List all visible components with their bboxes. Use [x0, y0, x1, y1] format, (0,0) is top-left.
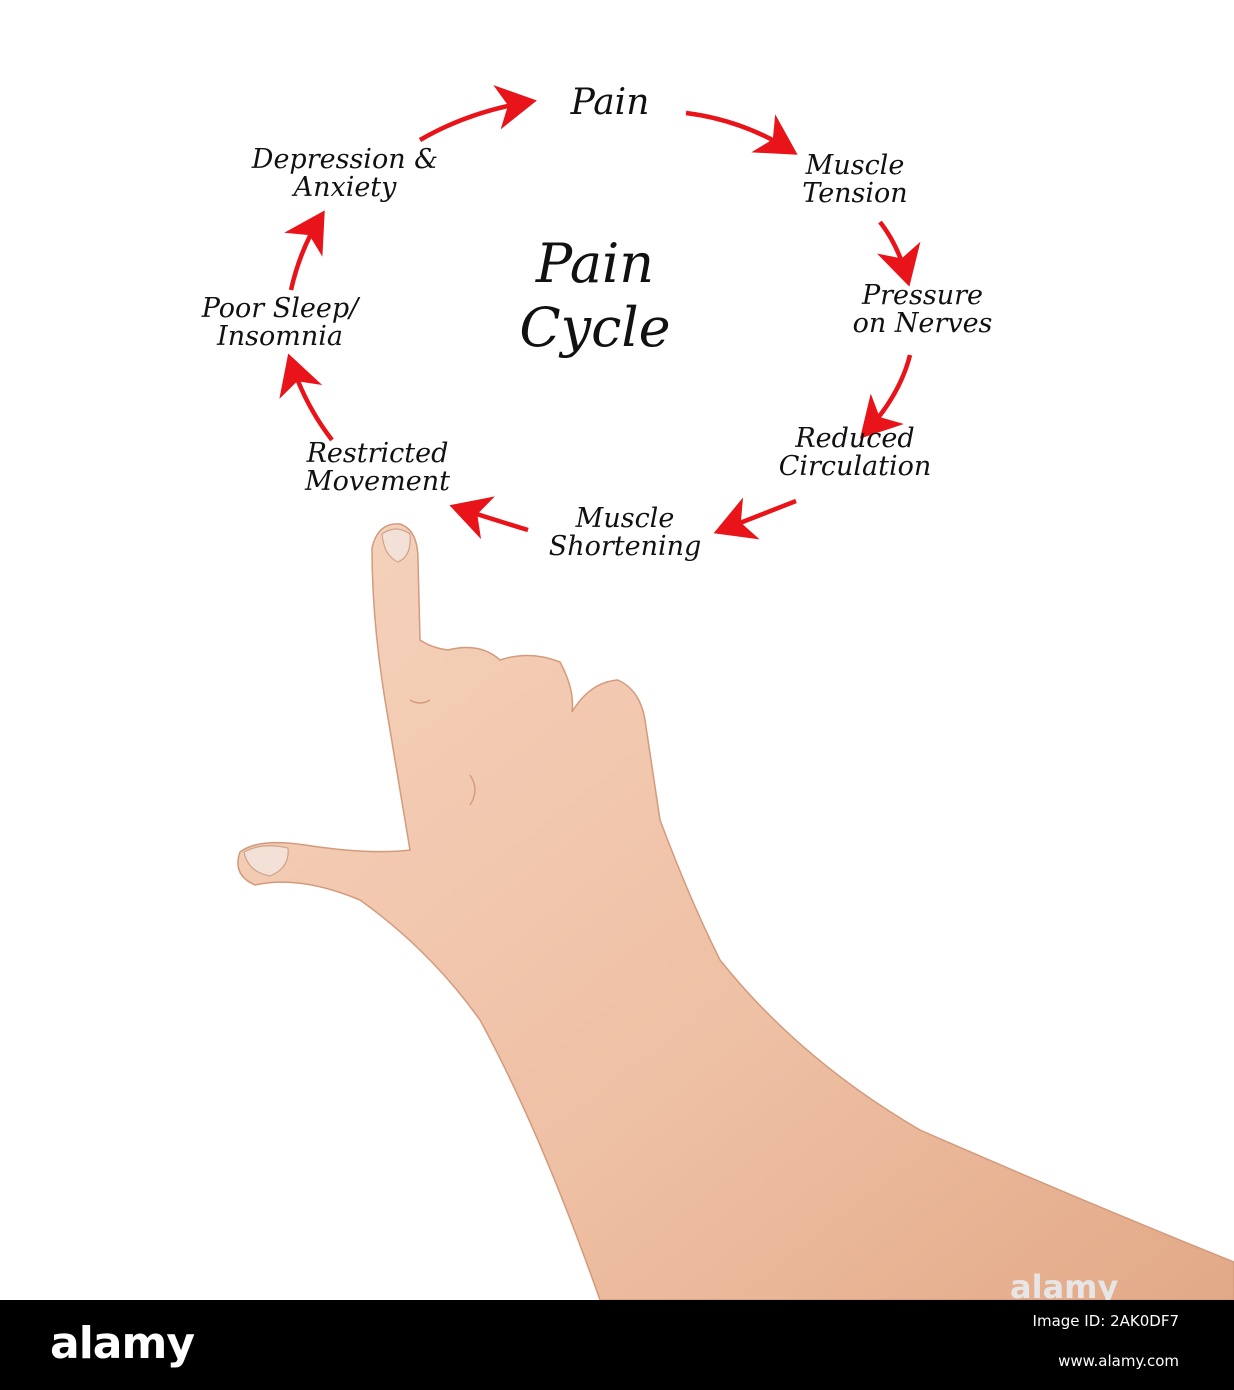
arrow-muscle-tension-to-pressure [877, 220, 921, 287]
hand-shape [237, 523, 1234, 1301]
watermark: alamy [1010, 1268, 1119, 1306]
knuckle-line [469, 774, 476, 806]
fingernail [381, 528, 411, 563]
arrow-reduced-circulation-to-muscle-shortening [713, 497, 797, 540]
stock-footer-bar: alamy Image ID: 2AK0DF7 www.alamy.com [0, 1300, 1234, 1390]
node-depression-anxiety: Depression & Anxiety [251, 144, 439, 204]
node-pressure-on-nerves: Pressure on Nerves [852, 280, 993, 340]
knuckle-line [409, 699, 431, 704]
node-restricted-movement: Restricted Movement [305, 438, 450, 498]
alamy-logo: alamy [50, 1318, 195, 1369]
arrow-muscle-shortening-to-restricted-movement [449, 496, 529, 540]
title-line: Cycle [519, 295, 671, 359]
image-id-label: Image ID: 2AK0DF7 [1032, 1312, 1179, 1330]
arrow-depression-to-pain [418, 84, 537, 142]
title-line: Pain [535, 232, 655, 295]
site-url: www.alamy.com [1058, 1352, 1179, 1370]
node-poor-sleep-insomnia: Poor Sleep/ Insomnia [201, 293, 359, 353]
node-muscle-tension: Muscle Tension [802, 150, 908, 210]
diagram-title: Pain Cycle [470, 232, 720, 359]
node-muscle-shortening: Muscle Shortening [548, 503, 702, 563]
node-pain: Pain [570, 82, 650, 123]
arrow-restricted-movement-to-poor-sleep [279, 353, 334, 442]
thumbnail [243, 845, 289, 877]
node-reduced-circulation: Reduced Circulation [778, 423, 932, 483]
arrow-pain-to-muscle-tension [685, 110, 798, 155]
arrow-pressure-to-reduced-circulation [859, 354, 913, 439]
arrow-poor-sleep-to-depression [284, 210, 325, 291]
